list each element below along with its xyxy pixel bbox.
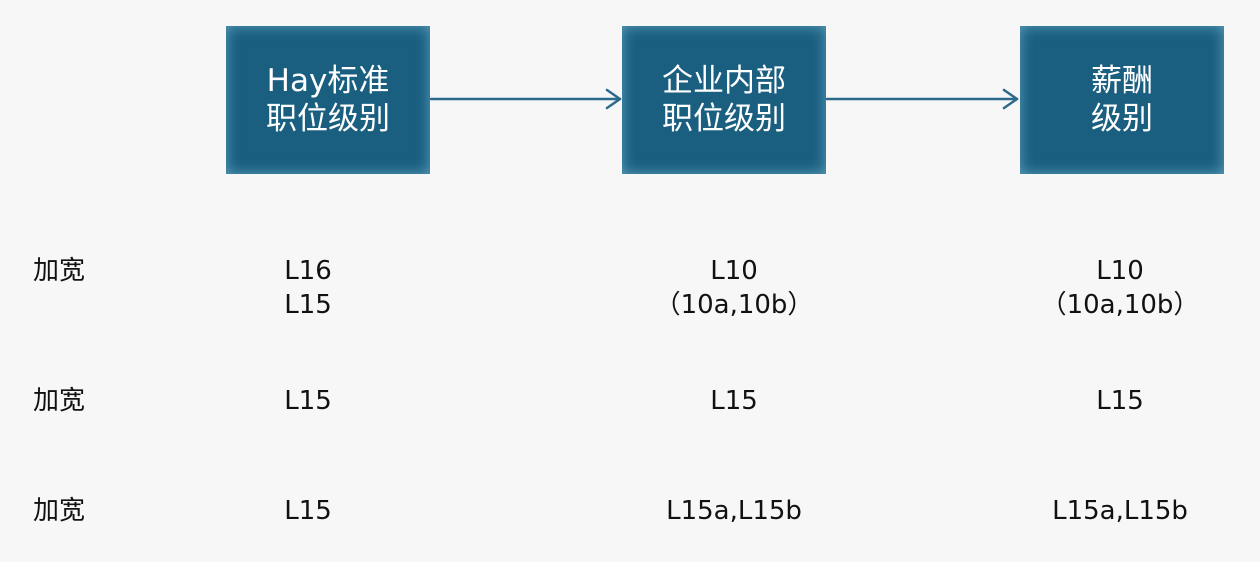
- row3-internal-value-1: L15a,L15b: [666, 496, 802, 526]
- row3-hay-level: L15: [198, 494, 418, 528]
- salary-box-line1: 薪酬: [1091, 63, 1153, 99]
- row3-salary-level: L15a,L15b: [1010, 494, 1230, 528]
- hay-standard-level-box: Hay标准 职位级别: [226, 26, 430, 174]
- row3-salary-value-1: L15a,L15b: [1052, 496, 1188, 526]
- row-label-2: 加宽: [33, 386, 86, 416]
- row1-salary-value-1: L10: [1096, 256, 1144, 286]
- internal-box-line2: 职位级别: [662, 101, 786, 137]
- row1-internal-level: L10 （10a,10b）: [624, 254, 844, 322]
- row-label-3: 加宽: [33, 496, 86, 526]
- hay-box-line1: Hay标准: [266, 63, 390, 99]
- row2-internal-level: L15: [624, 384, 844, 418]
- row1-salary-level: L10 （10a,10b）: [1010, 254, 1230, 322]
- salary-box-line2: 级别: [1091, 101, 1153, 137]
- row1-hay-value-2: L15: [284, 290, 332, 320]
- hay-box-line2: 职位级别: [266, 101, 390, 137]
- row3-internal-level: L15a,L15b: [624, 494, 844, 528]
- internal-box-line1: 企业内部: [662, 63, 786, 99]
- row2-internal-value-1: L15: [710, 386, 758, 416]
- row1-internal-value-2: （10a,10b）: [654, 290, 814, 320]
- row-label-1: 加宽: [33, 256, 86, 286]
- row1-internal-value-1: L10: [710, 256, 758, 286]
- row2-hay-level: L15: [198, 384, 418, 418]
- row2-hay-value-1: L15: [284, 386, 332, 416]
- arrow-hay-to-internal: [429, 88, 622, 110]
- salary-level-box: 薪酬 级别: [1020, 26, 1224, 174]
- row1-hay-level: L16 L15: [198, 254, 418, 322]
- row1-hay-value-1: L16: [284, 256, 332, 286]
- arrow-internal-to-salary: [825, 88, 1019, 110]
- internal-level-box: 企业内部 职位级别: [622, 26, 826, 174]
- row2-salary-level: L15: [1010, 384, 1230, 418]
- row1-salary-value-2: （10a,10b）: [1040, 290, 1200, 320]
- row2-salary-value-1: L15: [1096, 386, 1144, 416]
- row3-hay-value-1: L15: [284, 496, 332, 526]
